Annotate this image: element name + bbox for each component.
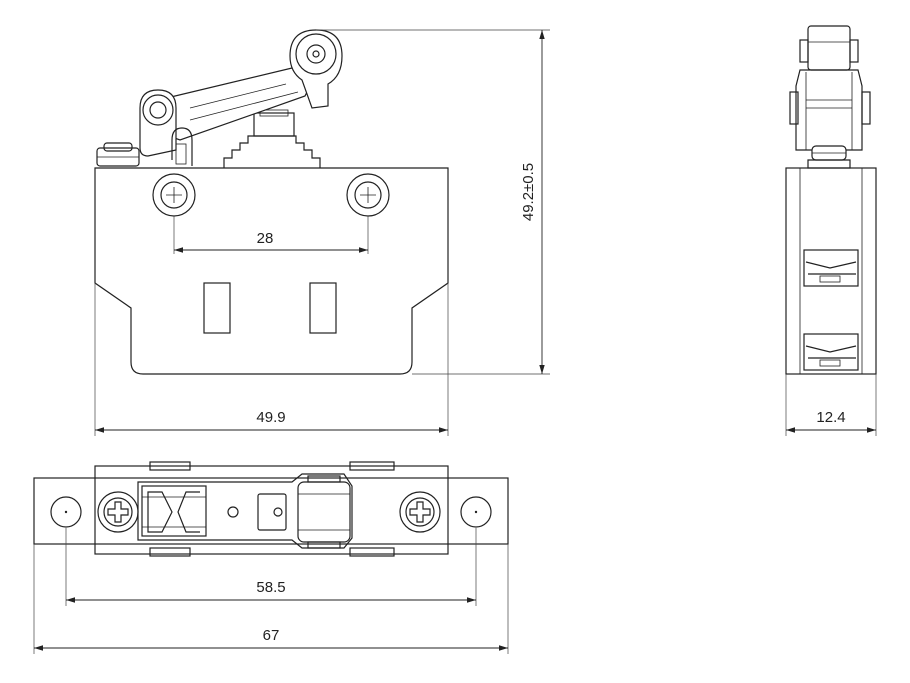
bottom-screw-right: [399, 491, 441, 533]
roller-plan-axle-top: [307, 475, 341, 483]
side-pivot-left: [789, 91, 799, 125]
side-body-inner: [799, 168, 863, 374]
side-view: 12.4: [785, 25, 877, 436]
switch-body: [94, 167, 449, 375]
dim-49-9-label: 49.9: [256, 409, 285, 426]
roller-axle-center: [312, 50, 320, 58]
plunger-top: [259, 109, 289, 117]
lever-hook: [171, 127, 193, 166]
dim-49-9-extension: [94, 283, 449, 436]
body-strip-edges: [95, 477, 448, 545]
dim-28-label: 28: [257, 230, 274, 247]
front-view: 28 49.9 49.2±0.5: [94, 29, 550, 436]
side-pivot-right: [861, 91, 871, 125]
lever-plan-outline: [137, 473, 353, 549]
dim-58-5-extension: [65, 528, 477, 606]
roller: [295, 33, 337, 75]
tab-top-left: [149, 461, 191, 471]
bottom-screw-left: [97, 491, 139, 533]
pivot-pin: [149, 101, 167, 119]
dim-12-4-label: 12.4: [816, 409, 845, 426]
side-roller-axle-left: [799, 39, 809, 63]
mounting-hole-right: [346, 173, 390, 217]
side-body: [785, 167, 877, 375]
lever-pivot-lines: [142, 496, 206, 528]
dim-12-4-extension: [785, 374, 877, 436]
bottom-hole-right: [460, 496, 492, 528]
roller-plan: [297, 481, 351, 543]
dim-49-2-extension: [316, 29, 550, 375]
body-inner-contour: [94, 168, 449, 283]
bottom-view: 58.5 67: [33, 461, 509, 654]
plunger-housing: [223, 135, 321, 168]
dim-58-5-label: 58.5: [256, 579, 285, 596]
lever-center-hole: [227, 506, 239, 518]
plunger-plan: [257, 493, 287, 531]
roller-axle: [306, 44, 326, 64]
lever-pivot-block: [141, 485, 207, 537]
terminal-slot-left: [203, 282, 231, 334]
bottom-hole-right-center: [474, 510, 478, 514]
hook-slot: [175, 143, 187, 165]
side-terminal-upper: [803, 249, 859, 287]
side-terminal-lower: [803, 333, 859, 371]
tab-bottom-right: [349, 547, 395, 557]
roller-plan-lines: [298, 493, 350, 531]
dim-67-label: 67: [263, 627, 280, 644]
lever-arm-inner: [189, 83, 299, 121]
tab-bottom-left: [149, 547, 191, 557]
tab-top-right: [349, 461, 395, 471]
bottom-hole-left: [50, 496, 82, 528]
side-roller-axle-right: [849, 39, 859, 63]
side-lever-arms: [795, 69, 863, 151]
lever-pivot-detail: [147, 491, 200, 533]
side-lever-inner: [805, 72, 853, 150]
roller-plan-axle-bottom: [307, 541, 341, 549]
bottom-hole-left-center: [64, 510, 68, 514]
body-strip: [94, 465, 449, 555]
side-roller: [807, 25, 851, 71]
dim-67-extension: [33, 544, 509, 654]
side-plunger-base: [807, 159, 851, 169]
plunger: [253, 112, 295, 137]
dim-49-2-label: 49.2±0.5: [520, 163, 537, 221]
mounting-hole-left: [152, 173, 196, 217]
terminal-slot-right: [309, 282, 337, 334]
pivot-outer-ring: [142, 94, 174, 126]
plunger-plan-pin: [273, 507, 283, 517]
terminal-screw-head: [103, 142, 133, 152]
